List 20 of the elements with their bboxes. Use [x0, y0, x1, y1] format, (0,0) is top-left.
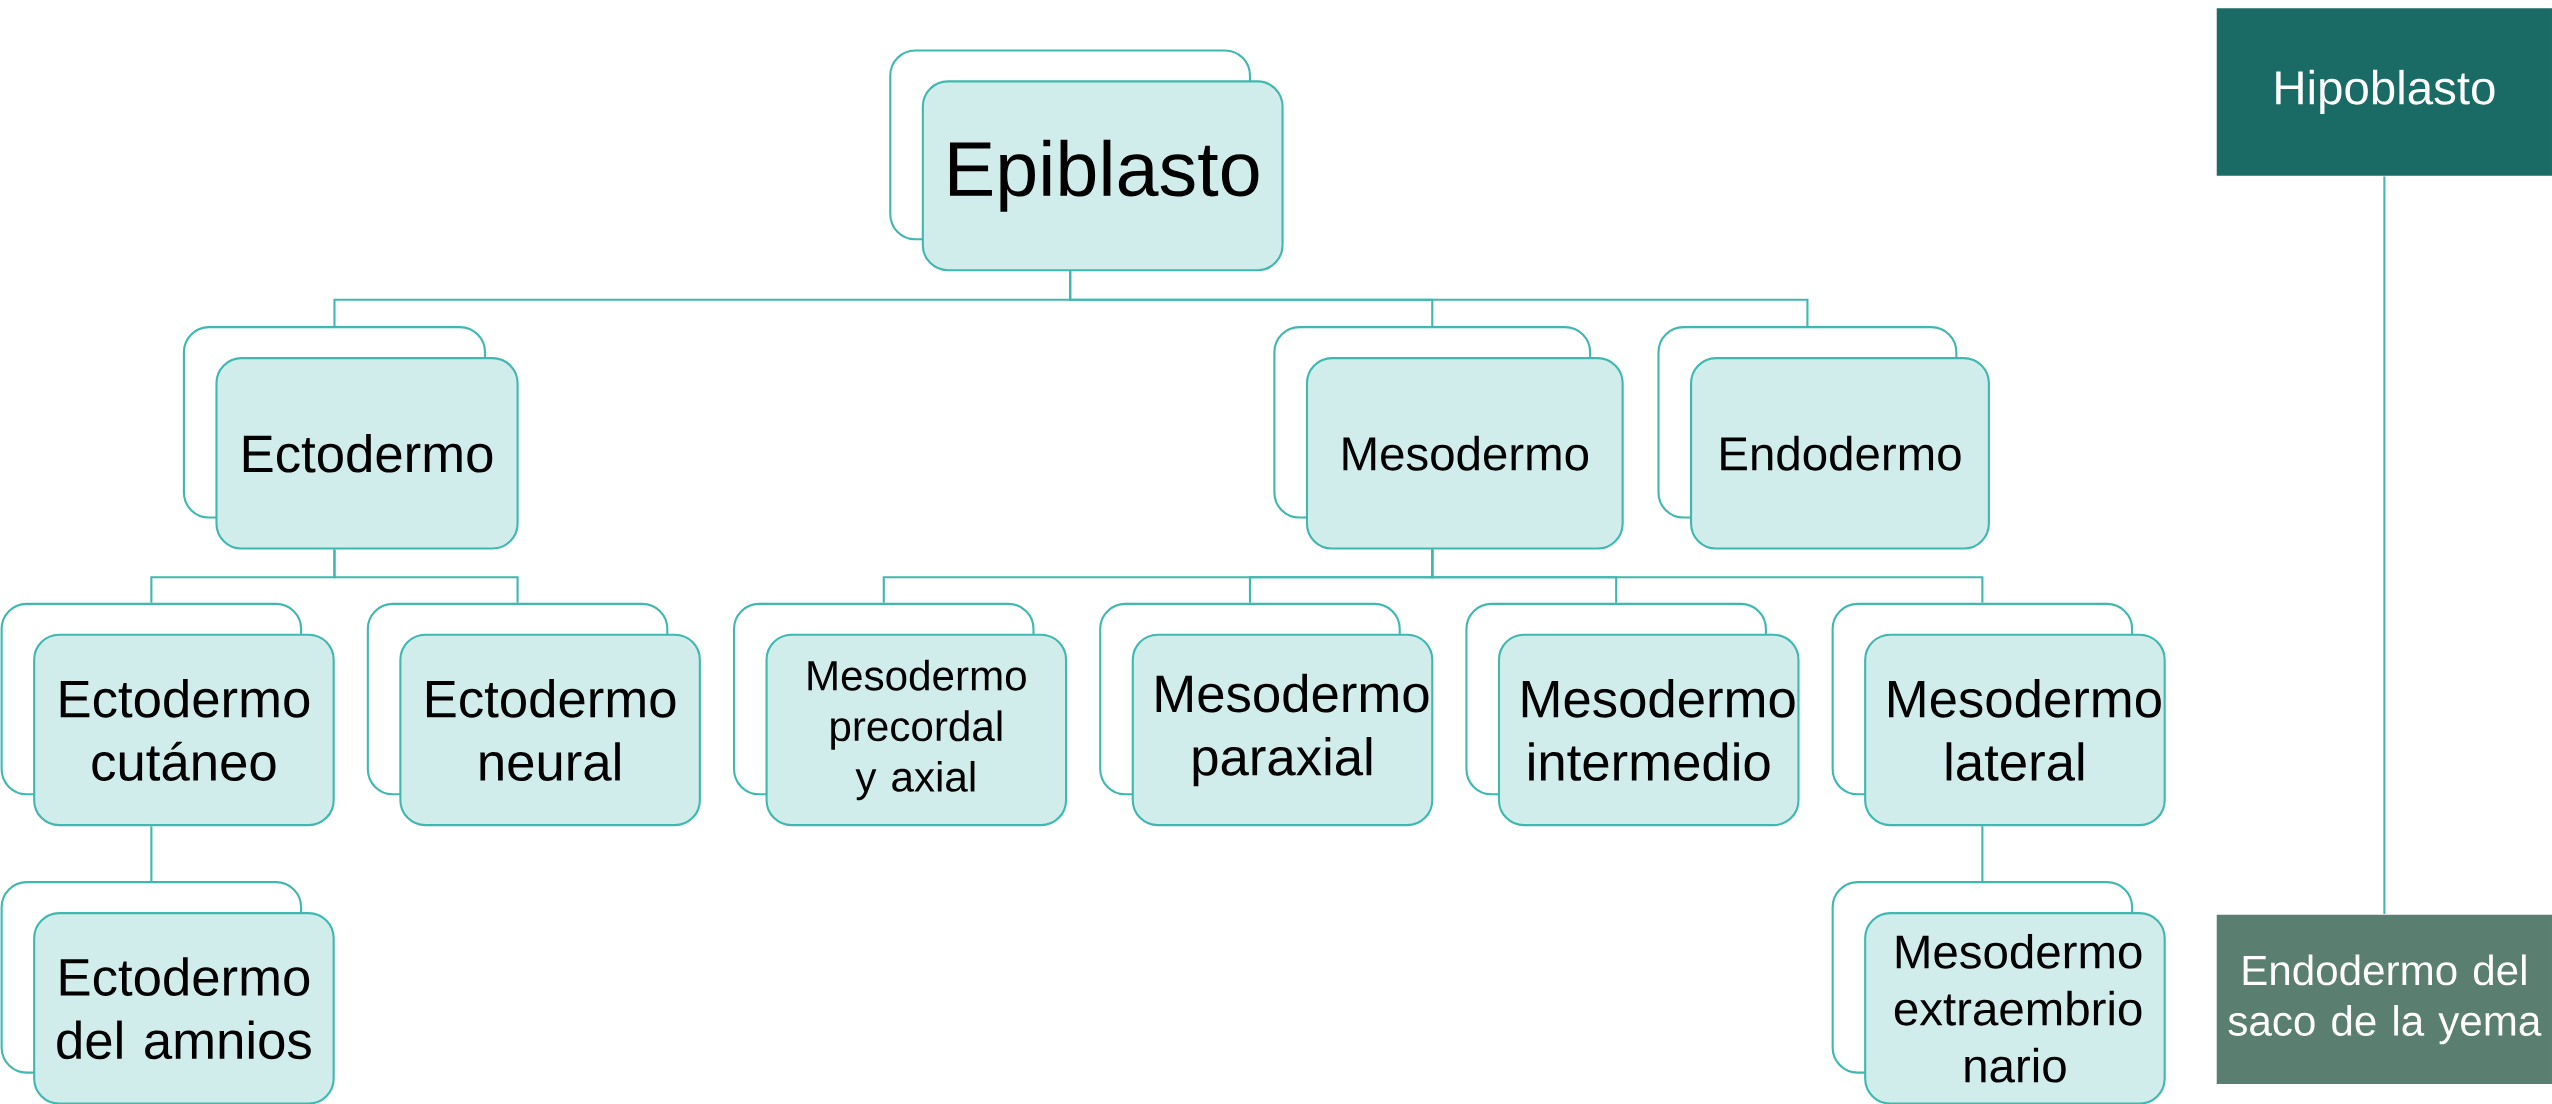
stacked-box: Ectodermo: [182, 326, 519, 550]
label-box: Hipoblasto: [2216, 8, 2552, 176]
stacked-box: Mesodermo intermedio: [1465, 602, 1800, 827]
stacked-box: Mesodermo paraxial: [1099, 602, 1434, 827]
connector-line: [333, 549, 519, 603]
stacked-box: Ectodermo neural: [366, 602, 701, 827]
connector-line: [1431, 549, 1984, 603]
stacked-box: Endodermo: [1657, 326, 1990, 550]
stacked-box: Mesodermo extraembrio nario: [1831, 881, 2166, 1104]
connector-line: [2383, 176, 2386, 914]
connector-line: [1981, 826, 1984, 882]
connector-line: [150, 826, 153, 882]
stacked-box: Mesodermo: [1273, 326, 1624, 550]
connector-line: [1069, 271, 1809, 327]
label-box: Endodermo del saco de la yema: [2216, 914, 2552, 1084]
stacked-box: Ectodermo cutáneo: [0, 602, 335, 827]
stacked-box: Mesodermo precordal y axial: [733, 602, 1068, 827]
stacked-box: Mesodermo lateral: [1831, 602, 2166, 827]
stacked-box: Ectodermo del amnios: [0, 881, 335, 1104]
stacked-box: Epiblasto: [889, 49, 1284, 272]
